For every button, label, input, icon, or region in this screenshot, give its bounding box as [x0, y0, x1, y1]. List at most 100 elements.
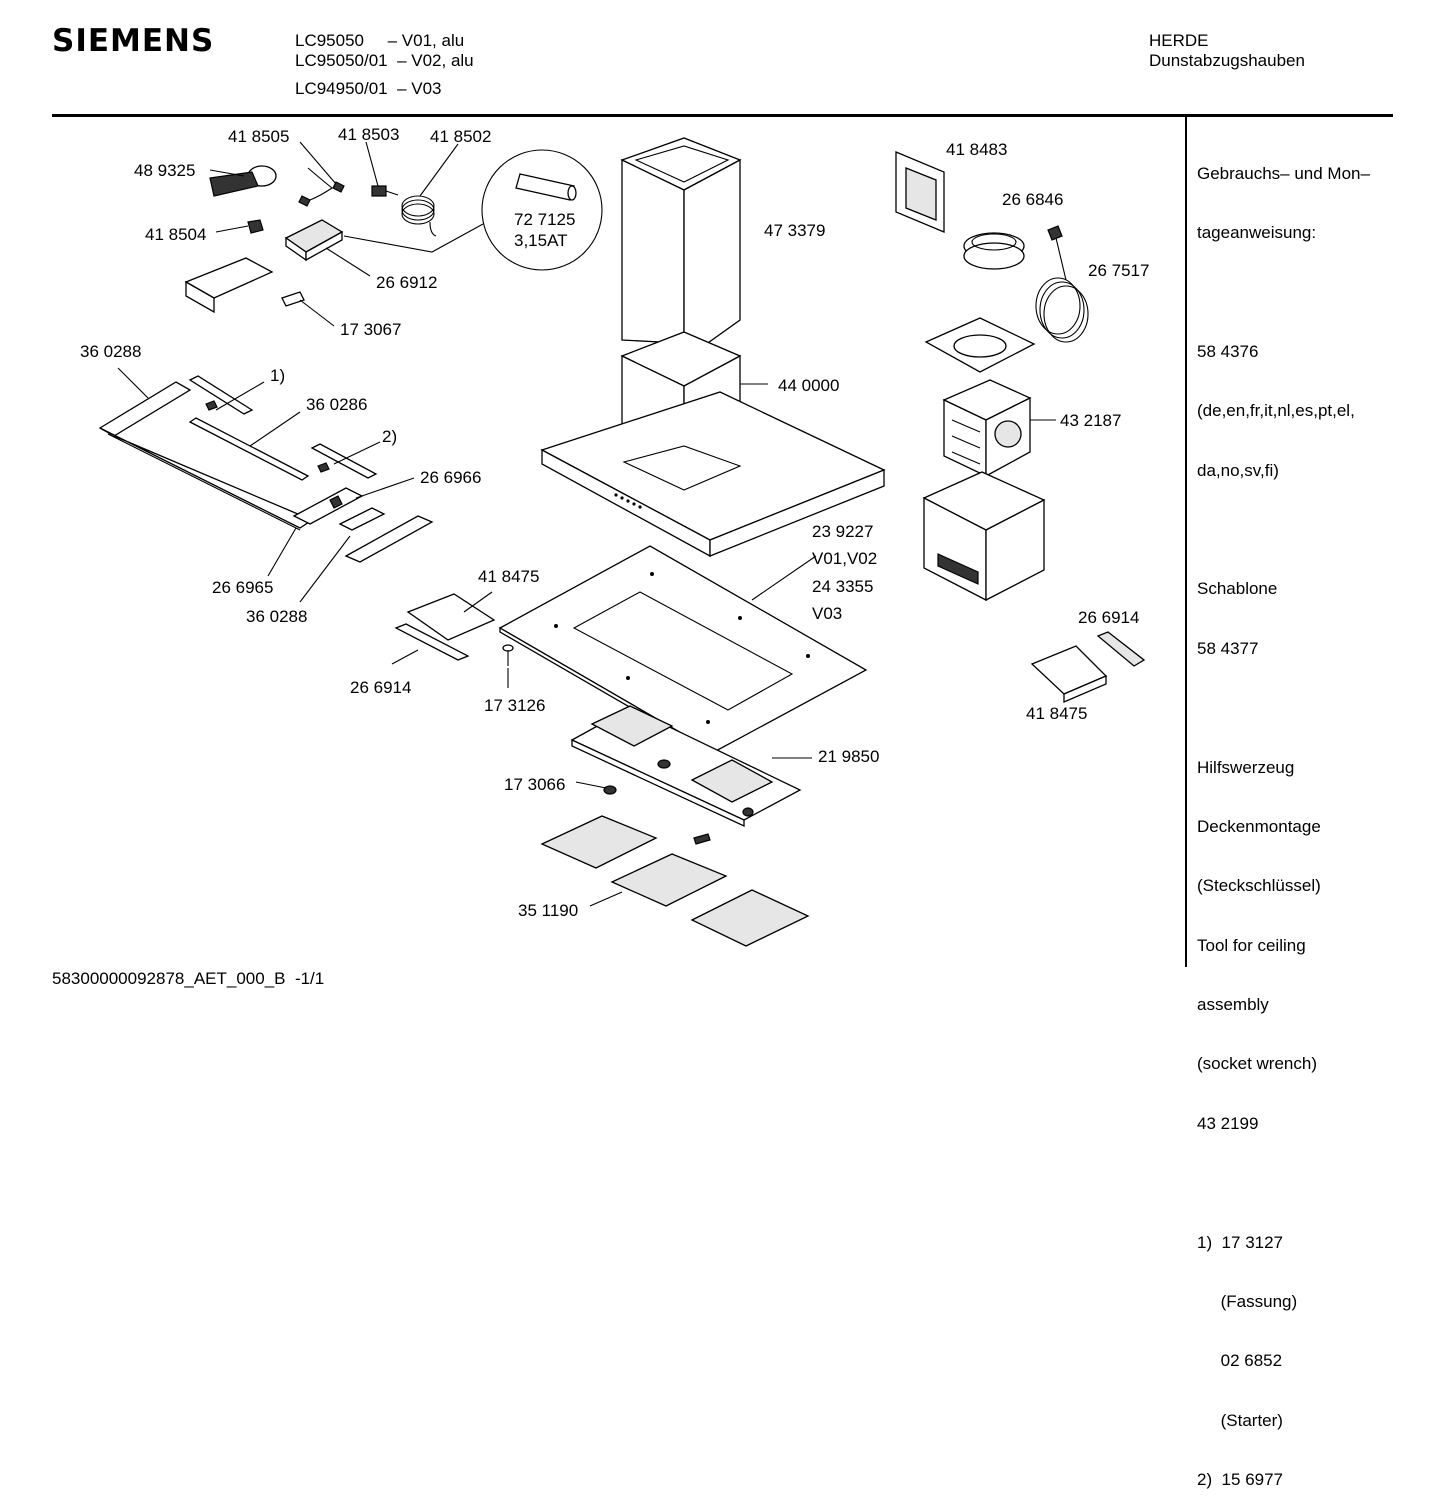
cable-coil-part	[401, 195, 437, 237]
ballast-coil-part	[209, 165, 277, 197]
part-173126-label: 17 3126	[484, 696, 545, 715]
part-418503-label: 41 8503	[338, 125, 399, 144]
wall-bracket-part	[895, 151, 945, 233]
part-440000-label: 44 0000	[778, 376, 839, 395]
duct-ring-part	[963, 232, 1025, 270]
mounting-bracket-part	[184, 257, 274, 314]
model-line-1: LC95050 – V01, alu	[295, 31, 465, 50]
note-2-label: 2)	[382, 427, 397, 446]
side-note-line: Tool for ceiling	[1197, 935, 1306, 955]
lamp-holder-part	[281, 291, 305, 307]
light-bracket-left-part	[394, 593, 496, 661]
variant-v03-label: V03	[812, 604, 842, 623]
part-432187-label: 43 2187	[1060, 411, 1121, 430]
side-note-line	[1197, 1173, 1397, 1193]
nut-part	[603, 785, 711, 845]
part-219850-label: 21 9850	[818, 747, 879, 766]
ballast-box-part	[284, 219, 344, 262]
side-note-line: 43 2199	[1197, 1113, 1259, 1133]
side-note-line	[1197, 698, 1397, 718]
part-266912-label: 26 6912	[376, 273, 437, 292]
side-note-line: 1) 17 3127	[1197, 1232, 1284, 1252]
wire-lead-part	[298, 167, 345, 207]
side-note-line: (Starter)	[1197, 1410, 1283, 1430]
variant-v0102-label: V01,V02	[812, 549, 877, 568]
side-note-line: (Fassung)	[1197, 1292, 1298, 1312]
part-418504-label: 41 8504	[145, 225, 206, 244]
lamp-socket-left-part	[188, 375, 254, 415]
siemens-logo: SIEMENS	[52, 23, 215, 59]
part-727125-label: 72 7125	[514, 210, 575, 229]
subcategory-label: Dunstabzugshauben	[1149, 51, 1305, 70]
base-tray-part	[570, 705, 802, 828]
rail-clip-part	[338, 507, 434, 563]
part-266914-label-b: 26 6914	[1078, 608, 1139, 627]
model-line-3: LC94950/01 – V03	[295, 79, 442, 98]
power-cord-part	[1035, 225, 1089, 343]
part-173066-label: 17 3066	[504, 775, 565, 794]
part-489325-label: 48 9325	[134, 161, 195, 180]
part-418502-label: 41 8502	[430, 127, 491, 146]
category-label: HERDE	[1149, 31, 1209, 50]
model-line-2: LC95050/01 – V02, alu	[295, 51, 474, 70]
lighting-rail-part	[98, 381, 314, 531]
document-id-footer: 58300000092878_AET_000_B -1/1	[52, 969, 325, 988]
side-note-line: Deckenmontage	[1197, 816, 1321, 836]
connector-plug-part	[371, 185, 399, 197]
side-note-line: (de,en,fr,it,nl,es,pt,el,	[1197, 401, 1355, 421]
adapter-plate-part	[924, 317, 1036, 373]
part-418505-label: 41 8505	[228, 127, 289, 146]
fuse-rating-label: 3,15AT	[514, 231, 568, 250]
part-360288-label-b: 36 0288	[246, 607, 307, 626]
side-note-line: Hilfswerzeug	[1197, 757, 1295, 777]
grease-filter-1-part	[540, 815, 658, 869]
side-note-line: (socket wrench)	[1197, 1054, 1317, 1074]
side-note-line: da,no,sv,fi)	[1197, 460, 1279, 480]
side-note-line: 58 4377	[1197, 638, 1259, 658]
part-351190-label: 35 1190	[518, 901, 578, 920]
side-note-line: 2) 15 6977	[1197, 1470, 1284, 1490]
side-note-line: (Steckschlüssel)	[1197, 876, 1321, 896]
sidebar-divider	[1185, 117, 1187, 967]
filter-strip-part	[1096, 631, 1146, 667]
part-266914-label-a: 26 6914	[350, 678, 411, 697]
grease-filter-2-part	[610, 853, 728, 907]
leader-lines	[117, 141, 1056, 907]
screw-part	[502, 644, 514, 666]
part-266966-label: 26 6966	[420, 468, 481, 487]
side-note-line: 02 6852	[1197, 1351, 1283, 1371]
fuse-detail-circle	[343, 149, 603, 271]
canopy-part	[540, 391, 886, 558]
upper-chimney-part	[620, 137, 742, 362]
motor-housing-part	[922, 471, 1046, 602]
part-267517-label: 26 7517	[1088, 261, 1149, 280]
part-418475-label-a: 41 8475	[478, 567, 539, 586]
blower-unit-part	[942, 379, 1032, 478]
part-239227-label: 23 9227	[812, 522, 873, 541]
part-243355-label: 24 3355	[812, 577, 873, 596]
side-note-line: assembly	[1197, 995, 1269, 1015]
side-note-line	[1197, 520, 1397, 540]
grease-filter-3-part	[690, 889, 810, 947]
part-266965-label: 26 6965	[212, 578, 273, 597]
side-note-line: tageanweisung:	[1197, 222, 1317, 242]
note-1-label: 1)	[270, 366, 285, 385]
part-418475-label-b: 41 8475	[1026, 704, 1087, 723]
part-360288-label-a: 36 0288	[80, 342, 141, 361]
part-418483-label: 41 8483	[946, 140, 1007, 159]
side-note-line	[1197, 282, 1397, 302]
side-notes: Gebrauchs– und Mon– tageanweisung: 58 43…	[1197, 124, 1397, 1510]
part-473379-label: 47 3379	[764, 221, 825, 240]
exploded-parts-diagram: 41 8505 41 8503 41 8502 48 9325 41 8504 …	[80, 125, 1149, 947]
part-173067-label: 17 3067	[340, 320, 401, 339]
header-divider	[52, 114, 1393, 117]
tube-rod-part	[188, 417, 310, 481]
side-note-line: Gebrauchs– und Mon–	[1197, 163, 1370, 183]
right-light-bracket-part	[1030, 645, 1108, 703]
part-266846-label: 26 6846	[1002, 190, 1063, 209]
part-360286-label: 36 0286	[306, 395, 367, 414]
lamp-socket-right-part	[310, 443, 378, 479]
switch-part	[247, 219, 264, 234]
side-note-line: 58 4376	[1197, 341, 1259, 361]
side-note-line: Schablone	[1197, 579, 1278, 599]
